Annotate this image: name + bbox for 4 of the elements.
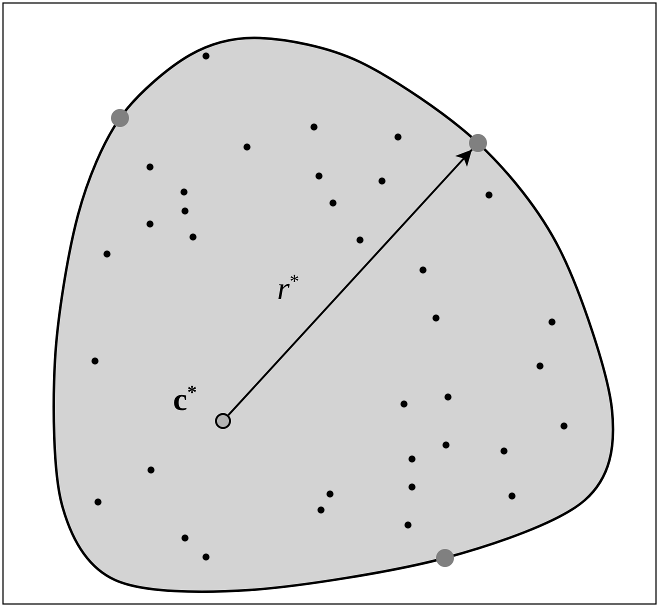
point-marker: [111, 109, 129, 127]
point-marker: [436, 549, 454, 567]
radius-arrow: [228, 148, 473, 416]
center-label: c$^{*}$: [173, 383, 197, 415]
